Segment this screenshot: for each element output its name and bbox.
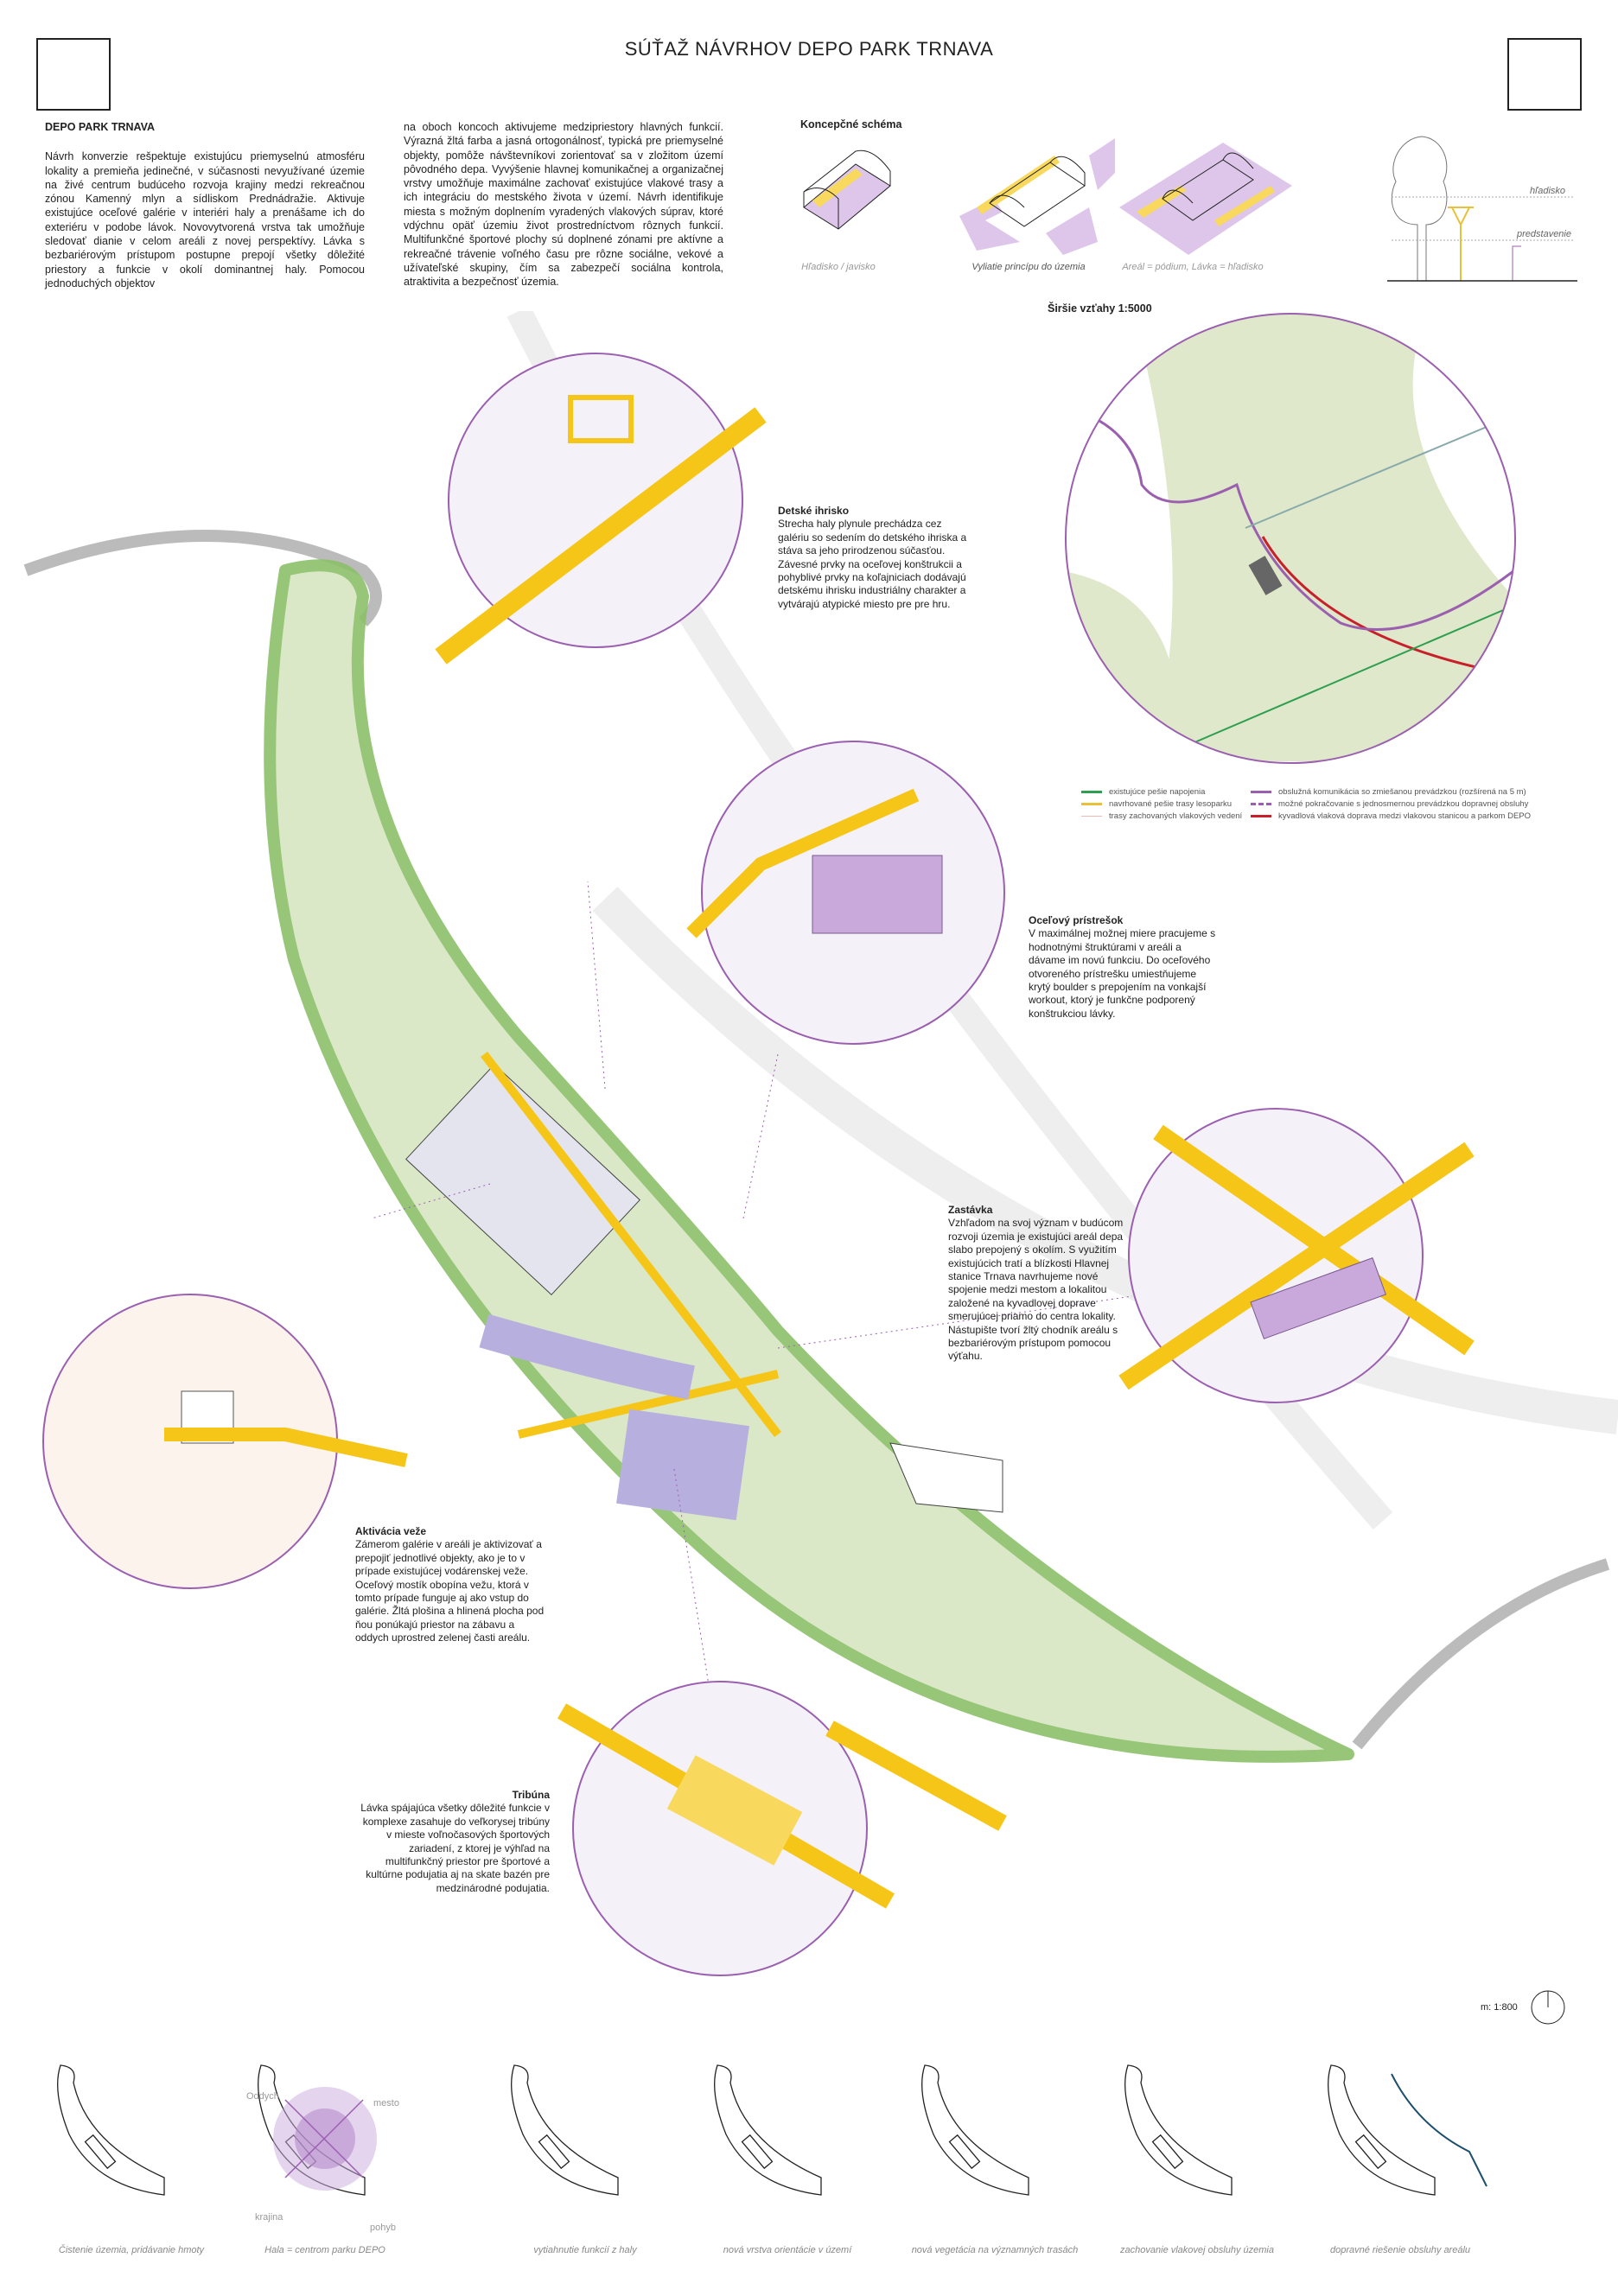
intro-col-1: DEPO PARK TRNAVA Návrh konverzie rešpekt… — [45, 120, 365, 290]
hall — [405, 1064, 640, 1295]
label-landscape: krajina — [255, 2212, 283, 2223]
north-arrow-icon — [1531, 1990, 1565, 2025]
process-caption-1: Čistenie územia, pridávanie hmoty — [58, 2245, 205, 2255]
label-movement: pohyb — [370, 2223, 396, 2233]
process-caption-6: zachovanie vlakovej obsluhy územia — [1120, 2245, 1274, 2255]
concept-caption-1: Hľadisko / javisko — [801, 262, 876, 272]
legend-item-oneway: možné pokračovanie s jednosmernou prevád… — [1251, 798, 1614, 811]
legend-item-rail-routes: trasy zachovaných vlakových vedení — [1081, 811, 1358, 823]
concept-heading: Koncepčné schéma — [800, 118, 902, 130]
legend-item-proposed-paths: navrhované pešie trasy lesoparku — [1081, 798, 1358, 811]
intro-heading: DEPO PARK TRNAVA — [45, 121, 156, 133]
concept-diagram-1 — [803, 149, 891, 230]
legend-item-existing-paths: existujúce pešie napojenia — [1081, 786, 1358, 798]
label-performance: predstavenie — [1517, 229, 1571, 239]
label-city: mesto — [373, 2098, 399, 2108]
detail-playground — [435, 353, 767, 665]
concept-diagram-3 — [1119, 143, 1292, 255]
concept-caption-3: Areál = pódium, Lávka = hľadisko — [1122, 262, 1264, 272]
process-caption-3: vytiahnutie funkcií z haly — [533, 2245, 637, 2255]
intro-text-1: Návrh konverzie rešpektuje existujúcu pr… — [45, 150, 365, 289]
process-caption-5: nová vegetácia na významných trasách — [911, 2245, 1079, 2255]
legend-col-2: obslužná komunikácia so zmiešanou prevád… — [1251, 786, 1614, 823]
concept-caption-2: Vyliatie princípu do územia — [971, 262, 1086, 272]
logo-box-left — [36, 38, 111, 111]
page-title: SÚŤAŽ NÁVRHOV DEPO PARK TRNAVA — [624, 38, 994, 60]
legend-item-shuttle-train: kyvadlová vlaková doprava medzi vlakovou… — [1251, 811, 1614, 823]
section-diagram — [1387, 136, 1577, 282]
intro-col-2: na oboch koncoch aktivujeme medzipriesto… — [404, 120, 723, 289]
process-caption-2: Hala = centrom parku DEPO — [264, 2245, 385, 2255]
context-map — [1065, 313, 1516, 764]
detail-stop — [1118, 1108, 1475, 1403]
intro-text-2: na oboch koncoch aktivujeme medzipriesto… — [404, 121, 723, 289]
concept-diagrams — [803, 138, 1292, 255]
context-heading: Širšie vzťahy 1:5000 — [1048, 302, 1152, 315]
tree-icon — [1391, 136, 1448, 281]
logo-box-right — [1507, 38, 1582, 111]
legend-col-1: existujúce pešie napojenia navrhované pe… — [1081, 786, 1358, 823]
process-caption-4: nová vrstva orientácie v území — [723, 2245, 852, 2255]
detail-shelter — [686, 741, 1005, 1045]
detail-tribune — [557, 1681, 1007, 1976]
process-diagrams — [57, 2064, 1487, 2196]
label-viewpoint: hľadisko — [1530, 186, 1566, 196]
scale-label: m: 1:800 — [1481, 2002, 1518, 2013]
detail-circles — [42, 353, 1475, 1976]
process-caption-7: dopravné riešenie obsluhy areálu — [1329, 2245, 1471, 2255]
legend-item-service-road: obslužná komunikácia so zmiešanou prevád… — [1251, 786, 1614, 798]
concept-diagram-2 — [959, 138, 1115, 255]
detail-tower — [42, 1294, 408, 1589]
label-rest: Oddych — [246, 2091, 279, 2102]
